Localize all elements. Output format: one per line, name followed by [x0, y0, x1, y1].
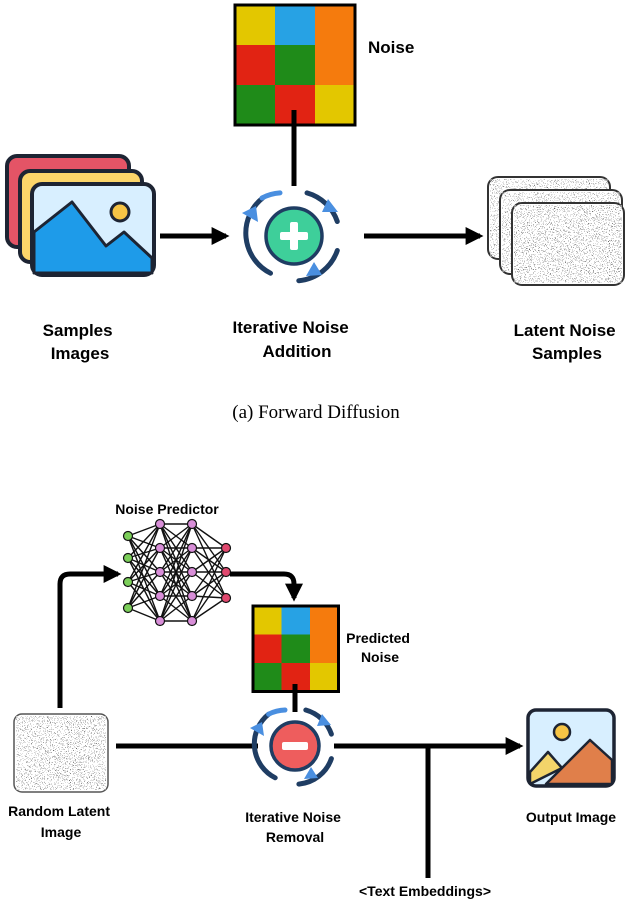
noise-cell [235, 45, 275, 85]
network-node [220, 592, 232, 604]
network-node [186, 615, 198, 627]
network-node [122, 576, 134, 588]
network-node [220, 542, 232, 554]
network-node [154, 542, 166, 554]
latent-noise-samples-label: Latent Noise Samples [514, 321, 621, 363]
minus-cycle-icon [250, 707, 334, 787]
network-node [186, 542, 198, 554]
noise-cell [275, 5, 315, 45]
noise-cell [315, 45, 355, 85]
noise-image-icon [13, 713, 109, 793]
random-latent-image-label: Random Latent Image [8, 803, 114, 840]
text-embeddings-label: <Text Embeddings> [359, 883, 491, 899]
samples-images-label: Samples Images [43, 321, 118, 363]
arrow-latent-to-predictor [57, 565, 122, 708]
network-node [186, 566, 198, 578]
noise-grid [233, 3, 357, 127]
noise-cell [315, 5, 355, 45]
noise-cell [235, 85, 275, 125]
noise-cell [253, 634, 282, 663]
noise-cell [281, 634, 310, 663]
noise-cell [235, 5, 275, 45]
iterative-noise-addition-label: Iterative Noise Addition [233, 318, 354, 361]
plus-cycle-icon [242, 190, 340, 284]
image-stack-icon [5, 154, 156, 277]
noise-cell [310, 606, 339, 635]
neural-network-icon [122, 518, 232, 627]
arrow-predictor-to-noise [230, 571, 303, 602]
noise-predictor-label: Noise Predictor [115, 501, 219, 517]
noise-cell [281, 606, 310, 635]
network-node [154, 590, 166, 602]
noise-cell [253, 606, 282, 635]
output-image-label: Output Image [526, 809, 616, 825]
predicted-noise-grid [251, 604, 340, 693]
network-node [154, 518, 166, 530]
noise-cell [253, 663, 282, 692]
predicted-noise-label: Predicted Noise [346, 630, 414, 665]
output-image-icon [526, 708, 616, 788]
network-node [154, 615, 166, 627]
forward-caption: (a) Forward Diffusion [232, 402, 400, 423]
network-node [122, 552, 134, 564]
network-node [186, 518, 198, 530]
network-node [122, 530, 134, 542]
network-node [220, 566, 232, 578]
noise-cell [310, 663, 339, 692]
network-node [154, 566, 166, 578]
noise-cell [310, 634, 339, 663]
network-node [122, 602, 134, 614]
network-node [186, 590, 198, 602]
noise-cell [275, 45, 315, 85]
iterative-noise-removal-label: Iterative Noise Removal [245, 809, 345, 845]
noise-cell [315, 85, 355, 125]
noise-stack-icon [487, 176, 625, 286]
noise-label: Noise [368, 38, 414, 57]
